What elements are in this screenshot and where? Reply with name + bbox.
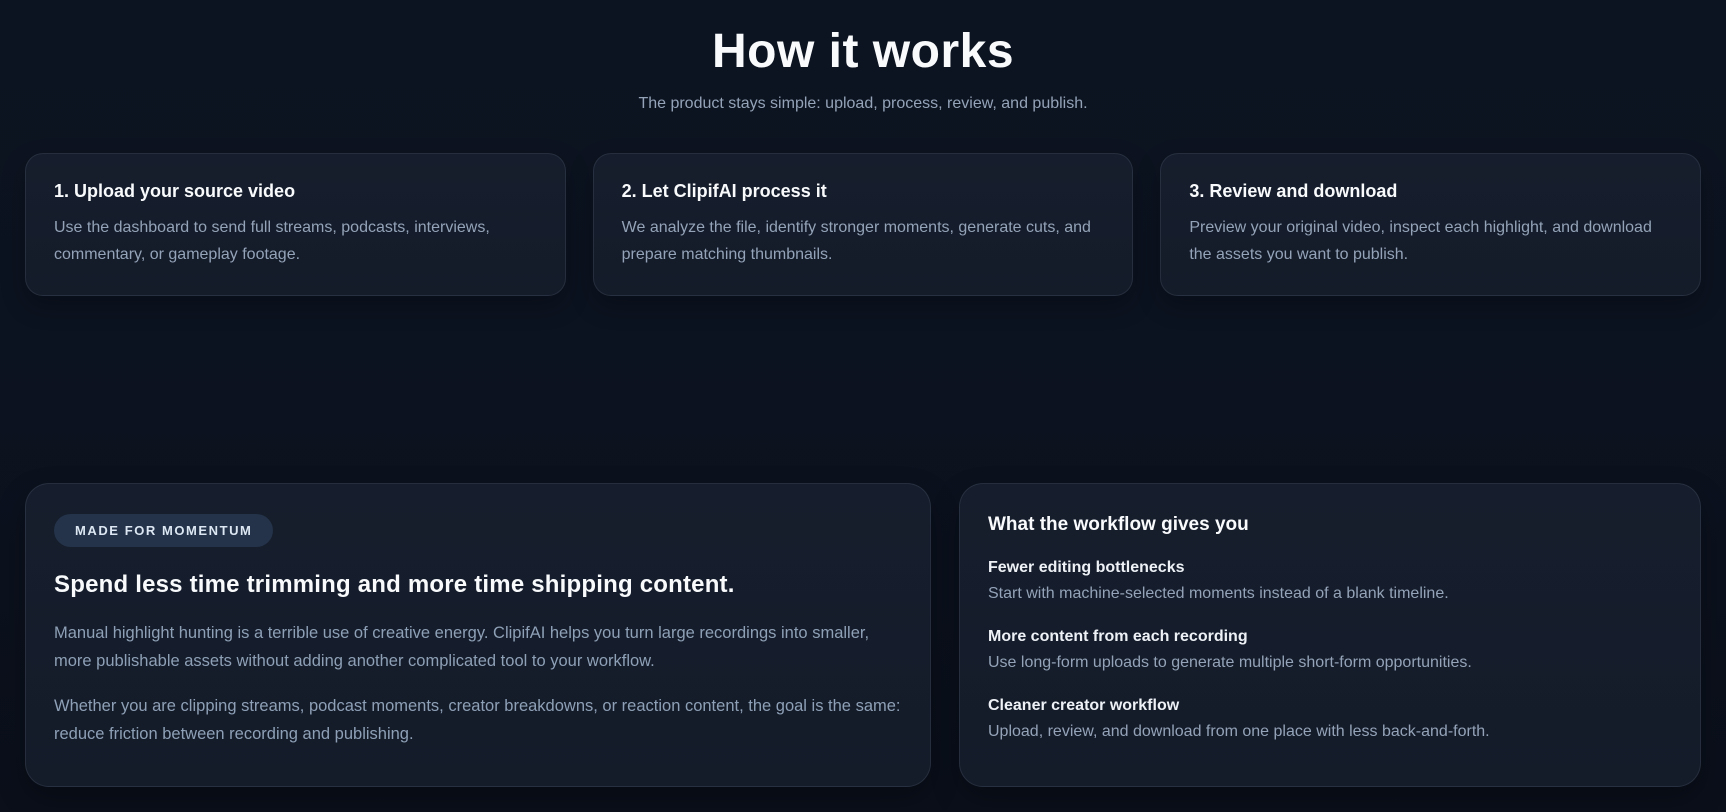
workflow-item-title: More content from each recording xyxy=(988,628,1248,646)
workflow-item-title: Cleaner creator workflow xyxy=(988,697,1180,715)
workflow-item-bottlenecks: Fewer editing bottlenecks Start with mac… xyxy=(988,559,1672,605)
workflow-panel: What the workflow gives you Fewer editin… xyxy=(959,482,1701,787)
page-title: How it works xyxy=(711,25,1015,78)
momentum-paragraph: Whether you are clipping streams, podcas… xyxy=(54,696,901,744)
momentum-badge: MADE FOR MOMENTUM xyxy=(54,513,274,547)
step-description: Use the dashboard to send full streams, … xyxy=(54,219,490,264)
step-title: 2. Let ClipifAI process it xyxy=(621,181,827,202)
step-card-process: 2. Let ClipifAI process it We analyze th… xyxy=(592,153,1134,296)
step-title: 3. Review and download xyxy=(1189,181,1398,202)
workflow-item-description: Upload, review, and download from one pl… xyxy=(988,723,1490,741)
step-card-upload: 1. Upload your source video Use the dash… xyxy=(25,153,566,296)
workflow-item-cleaner-workflow: Cleaner creator workflow Upload, review,… xyxy=(988,697,1672,743)
steps-row: 1. Upload your source video Use the dash… xyxy=(25,153,1701,296)
momentum-paragraph: Manual highlight hunting is a terrible u… xyxy=(54,623,870,671)
workflow-item-description: Start with machine-selected moments inst… xyxy=(988,584,1449,602)
momentum-panel: MADE FOR MOMENTUM Spend less time trimmi… xyxy=(25,482,931,787)
workflow-item-more-content: More content from each recording Use lon… xyxy=(988,628,1672,674)
step-description: We analyze the file, identify stronger m… xyxy=(621,219,1091,264)
step-description: Preview your original video, inspect eac… xyxy=(1189,219,1652,264)
bottom-row: MADE FOR MOMENTUM Spend less time trimmi… xyxy=(25,482,1701,787)
step-title: 1. Upload your source video xyxy=(54,181,296,202)
workflow-item-title: Fewer editing bottlenecks xyxy=(988,558,1185,576)
momentum-headline: Spend less time trimming and more time s… xyxy=(54,570,735,598)
workflow-item-description: Use long-form uploads to generate multip… xyxy=(988,654,1472,672)
step-card-review: 3. Review and download Preview your orig… xyxy=(1160,153,1701,296)
section-subtitle: The product stays simple: upload, proces… xyxy=(638,95,1088,113)
workflow-panel-title: What the workflow gives you xyxy=(988,513,1249,535)
section-header: How it works The product stays simple: u… xyxy=(25,24,1701,113)
